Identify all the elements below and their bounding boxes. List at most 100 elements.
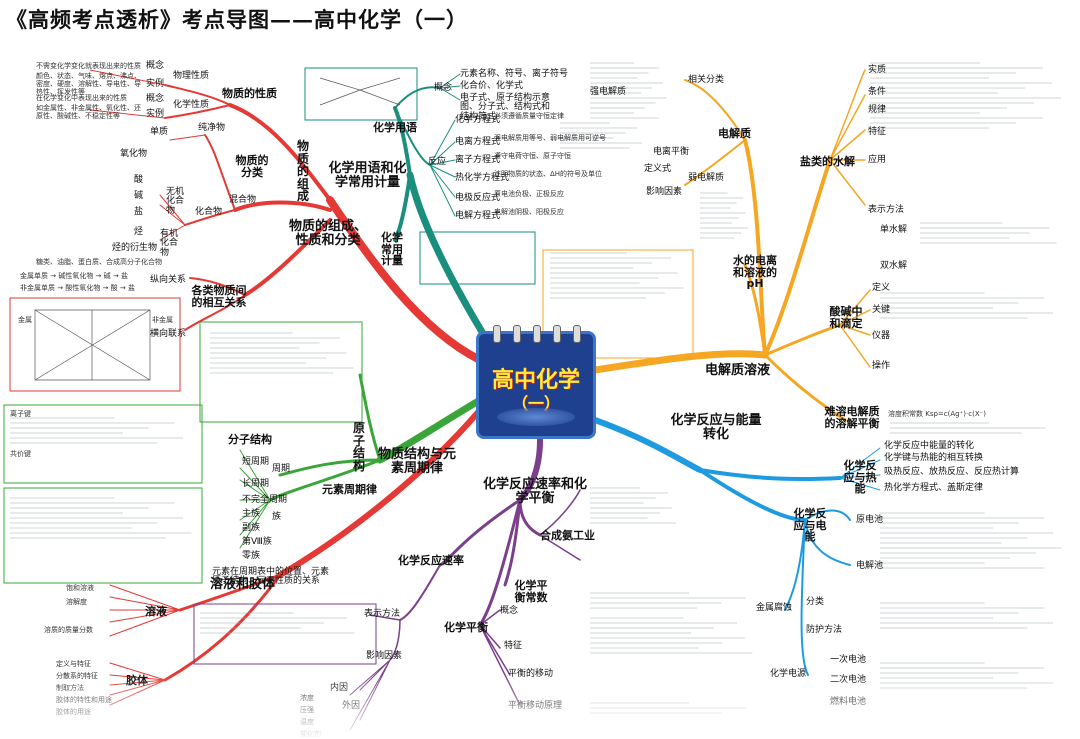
branch-red-sub3	[243, 218, 332, 297]
center-card: 高中化学 （一）	[476, 325, 596, 439]
heat-label: 化学反应与热能	[843, 459, 877, 496]
reaction-item-3: 热化学方程式	[455, 173, 510, 183]
sol-item-2: 溶质的质量分数	[44, 626, 93, 634]
oxide-label: 氧化物	[120, 149, 148, 159]
branch-green-main	[376, 396, 484, 464]
eq-shift-label: 平衡移动原理	[508, 701, 563, 711]
chemistry-table-box	[304, 67, 418, 121]
eq-concept-label: 概念	[500, 606, 519, 616]
expression-label: 表示方法	[868, 205, 905, 215]
organic-more: 糖类、油脂、蛋白质、合成高分子化合物	[36, 258, 162, 266]
calc-box	[419, 231, 536, 285]
branch-red-main	[326, 196, 484, 364]
law-label: 规律	[868, 105, 887, 115]
group0-label: 零族	[242, 551, 261, 561]
corrosion-item-1: 防护方法	[806, 625, 843, 635]
chem-desc: 在化学变化中表现出来的性质	[36, 94, 127, 102]
period-label: 周期	[272, 464, 291, 474]
ion-bond-label: 离子键	[10, 410, 31, 418]
influence-label: 影响因素	[646, 187, 683, 197]
nonmetal-chain: 非金属单质 → 酸性氧化物 → 酸 → 盐	[20, 284, 135, 292]
composition-vertical: 物质的组成	[296, 139, 309, 204]
salt-hydrolysis-label: 盐类的水解	[800, 155, 855, 168]
flask-icon	[497, 408, 575, 426]
metal-chain: 金属单质 → 碱性氧化物 → 碱 → 盐	[20, 272, 128, 280]
example-label: 实例	[146, 79, 165, 89]
electrolyte-label: 电解质	[718, 127, 751, 140]
instrument-label: 仪器	[872, 331, 891, 341]
cov-bond-label: 共价键	[10, 450, 31, 458]
horizontal-rel-label: 横向联系	[150, 329, 187, 339]
double-hydrolysis-label: 双水解	[880, 261, 908, 271]
power-item-0: 一次电池	[830, 655, 867, 665]
energy-title: 化学反应与能量转化	[670, 413, 762, 442]
pure-label: 纯净物	[198, 123, 226, 133]
ion-balance-label: 电离平衡	[653, 147, 690, 157]
branch-teal-main	[406, 171, 494, 349]
incomplete-label: 不完全周期	[242, 495, 288, 505]
salt-label: 盐	[134, 207, 144, 217]
reaction-item-5: 电解方程式	[455, 211, 501, 221]
rate-factors-label: 影响因素	[366, 651, 403, 661]
water-ph-label: 水的电离和溶液的pH	[733, 254, 777, 291]
rate-expr-label: 表示方法	[364, 609, 401, 619]
hydro-deriv-label: 烃的衍生物	[112, 243, 158, 253]
neutral-titration-label: 酸碱中和滴定	[829, 305, 863, 330]
reaction-note-4: 原电池负极、正极反应	[494, 190, 564, 198]
single-hydrolysis-label: 单水解	[880, 225, 908, 235]
phys-desc: 不需变化学变化就表现出来的性质	[36, 62, 141, 70]
reaction-item-0: 化学方程式	[455, 115, 501, 125]
heat-item-1: 化学键与热能的相互转换	[884, 453, 984, 463]
vertical-rel-label: 纵向关系	[150, 275, 187, 285]
ammonia-label: 合成氨工业	[540, 529, 595, 542]
nonmetal-node: 非金属	[152, 316, 173, 324]
branch-composition-title: 物质的组成、性质和分类	[288, 219, 367, 248]
application-label: 应用	[868, 155, 887, 165]
atom-box	[199, 321, 363, 423]
metal-node: 金属	[18, 316, 32, 324]
outer-item-3: 催化剂	[300, 730, 321, 738]
branch-purple-main	[517, 437, 543, 503]
corrosion-item-0: 分类	[806, 597, 825, 607]
eq-move-label: 平衡的移动	[508, 669, 554, 679]
branch-red-sub2	[233, 200, 332, 212]
concept-item-2: 电子式、原子结构示意图、分子式、结构式和结构简式	[460, 93, 551, 122]
weak-label: 弱电解质	[688, 173, 725, 183]
colloid-item-4: 胶体的用途	[56, 708, 91, 716]
main-group-label: 主族	[242, 509, 261, 519]
structure-title: 物质结构与元素周期律	[377, 447, 456, 476]
periodic-label: 元素周期律	[322, 483, 377, 496]
concept-item-1: 化合价、化学式	[460, 81, 524, 91]
relation-diagram-box	[9, 297, 181, 392]
sol-item-0: 饱和溶液	[66, 584, 94, 592]
hydrocarbon-label: 烃	[134, 227, 144, 237]
colloid-item-2: 制取方法	[56, 684, 84, 692]
reaction-sub-label: 反应	[428, 157, 447, 167]
atom-structure-vertical: 原子结构	[352, 421, 365, 473]
outer-item-0: 浓度	[300, 694, 314, 702]
outer-label: 外因	[342, 701, 361, 711]
reaction-item-2: 离子方程式	[455, 155, 501, 165]
branch-orange-main	[591, 350, 769, 374]
example2-label: 实例	[146, 109, 165, 119]
constant-label: 化学平衡常数	[514, 579, 548, 604]
rate-box	[193, 603, 377, 665]
branch-red-sub1	[228, 103, 332, 202]
colloid-item-3: 胶体的特性和用途	[56, 696, 112, 704]
inner-label: 内因	[330, 683, 349, 693]
chem-example: 如金属性、非金属性、氧化性、还原性、酸碱性、不稳定性等	[36, 104, 141, 121]
related-label: 相关分类	[688, 75, 725, 85]
reaction-note-3: 注明物质的状态、ΔH的符号及单位	[494, 170, 603, 178]
structure-note: 元素在周期表中的位置、元素原子结构、元素性质的关系	[212, 567, 330, 587]
power-item-2: 燃料电池	[830, 697, 867, 707]
colloid-label: 胶体	[126, 674, 148, 687]
chem-prop-label: 化学性质	[173, 100, 210, 110]
compound-label: 化合物	[195, 207, 223, 217]
essence-label: 实质	[868, 65, 887, 75]
chem-language-title: 化学用语和化学常用计量	[328, 161, 407, 190]
concept2-label: 概念	[146, 94, 165, 104]
heat-item-0: 化学反应中能量的转化	[884, 441, 975, 451]
classification-label: 物质的分类	[235, 154, 269, 179]
phys-example: 颜色、状态、气味、熔点、沸点、密度、硬度、溶解性、导电性、导热性、挥发性等	[36, 72, 141, 97]
reaction-note-1: 强电解质用等号、弱电解质用可逆号	[494, 134, 606, 142]
